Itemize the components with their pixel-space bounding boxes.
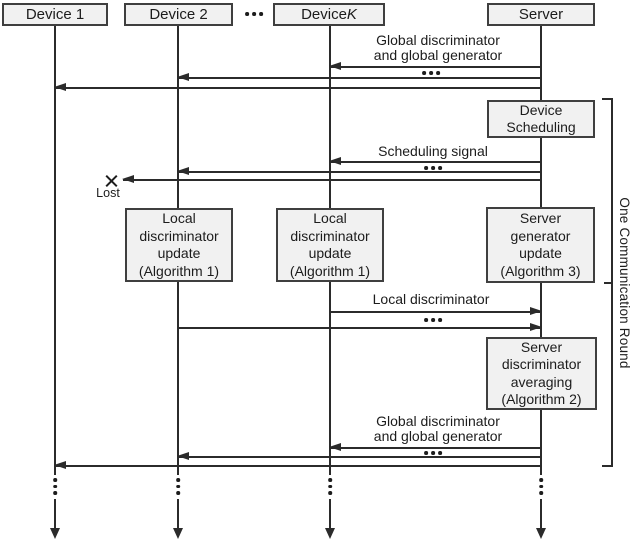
arrow-broadcast-top-to-device-k (329, 62, 541, 70)
activity-local-update-device-2: Local discriminator update (Algorithm 1) (125, 208, 233, 282)
actor-box-device-k: Device K (273, 3, 385, 26)
local-update-2-line2: discriminator (139, 227, 219, 244)
terminal-line-device-1 (54, 499, 56, 529)
broadcast-bottom-line2: and global generator (373, 428, 503, 444)
terminal-line-device-2 (177, 499, 179, 529)
terminal-arrowhead-device-2 (173, 528, 183, 539)
terminal-arrowhead-device-1 (50, 528, 60, 539)
lifeline-device-1 (54, 25, 56, 475)
server-averaging-line1: Server (520, 338, 563, 355)
actor-box-server: Server (487, 3, 595, 26)
terminal-line-device-k (329, 499, 331, 529)
server-generator-line4: (Algorithm 3) (500, 262, 581, 279)
terminal-arrowhead-device-k (325, 528, 335, 539)
local-update-2-line4: (Algorithm 1) (138, 262, 220, 279)
local-update-k-line2: discriminator (290, 227, 370, 244)
server-averaging-line3: averaging (510, 373, 573, 390)
device-scheduling-line2: Scheduling (506, 119, 576, 135)
broadcast-bottom-label: Global discriminator and global generato… (374, 414, 502, 444)
activity-local-update-device-k: Local discriminator update (Algorithm 1) (276, 208, 384, 282)
server-averaging-line4: (Algorithm 2) (501, 391, 582, 407)
server-generator-line1: Server (519, 210, 562, 226)
server-generator-line2: generator (510, 227, 571, 244)
actor-box-device-1: Device 1 (2, 3, 108, 26)
arrow-local-disc-from-device-2 (178, 323, 542, 331)
terminal-arrowhead-server (536, 528, 546, 539)
arrow-broadcast-top-to-device-2 (177, 73, 541, 81)
arrow-local-disc-from-device-k (330, 307, 542, 315)
server-generator-line3: update (519, 245, 562, 261)
arrow-broadcast-bottom-to-device-2 (177, 452, 541, 460)
actor-label-device-2: Device 2 (149, 6, 208, 23)
scheduling-signal-label: Scheduling signal (378, 143, 488, 159)
broadcast-top-line2: and global generator (373, 47, 503, 63)
arrow-scheduling-to-device-k (329, 157, 541, 165)
actor-label-device-k: Device (301, 6, 347, 23)
local-update-k-line3: update (308, 245, 352, 261)
arrow-broadcast-top-to-device-1 (54, 83, 541, 91)
continuation-ellipsis-server-icon (539, 478, 543, 495)
arrow-scheduling-lost (122, 175, 541, 183)
continuation-ellipsis-device-2-icon (176, 478, 180, 495)
communication-round-bracket (602, 98, 613, 467)
arrow-broadcast-bottom-to-device-1 (54, 461, 541, 469)
actor-box-device-2: Device 2 (124, 3, 233, 26)
activity-server-discriminator-averaging: Server discriminator averaging (Algorith… (486, 337, 597, 410)
terminal-line-server (540, 499, 542, 529)
scheduling-ellipsis-icon (424, 165, 442, 171)
continuation-ellipsis-device-k-icon (328, 478, 332, 495)
broadcast-top-line1: Global discriminator (376, 32, 500, 48)
broadcast-top-ellipsis-icon (422, 70, 440, 76)
header-ellipsis-icon (245, 11, 263, 17)
broadcast-bottom-line1: Global discriminator (376, 413, 500, 429)
arrow-scheduling-to-device-2 (177, 167, 541, 175)
activity-server-generator-update: Server generator update (Algorithm 3) (486, 207, 595, 283)
local-update-2-line1: Local (162, 210, 196, 226)
activity-device-scheduling: Device Scheduling (487, 100, 595, 138)
arrow-broadcast-bottom-to-device-k (329, 443, 541, 451)
continuation-ellipsis-device-1-icon (53, 478, 57, 495)
local-update-k-line1: Local (313, 210, 347, 226)
broadcast-top-label: Global discriminator and global generato… (374, 33, 502, 63)
actor-label-device-k-italic: K (346, 6, 357, 23)
broadcast-bottom-ellipsis-icon (424, 450, 442, 456)
local-disc-ellipsis-icon (424, 317, 442, 323)
actor-label-device-1: Device 1 (25, 6, 85, 23)
device-scheduling-line1: Device (519, 101, 563, 118)
server-averaging-line2: discriminator (501, 356, 582, 372)
communication-round-bracket-tick (604, 282, 612, 284)
lost-label: Lost (96, 186, 120, 200)
actor-label-server: Server (518, 6, 564, 23)
local-update-k-line4: (Algorithm 1) (289, 262, 371, 279)
local-discriminator-label: Local discriminator (372, 291, 490, 307)
one-communication-round-label: One Communication Round (617, 197, 632, 369)
local-update-2-line3: update (157, 245, 201, 261)
